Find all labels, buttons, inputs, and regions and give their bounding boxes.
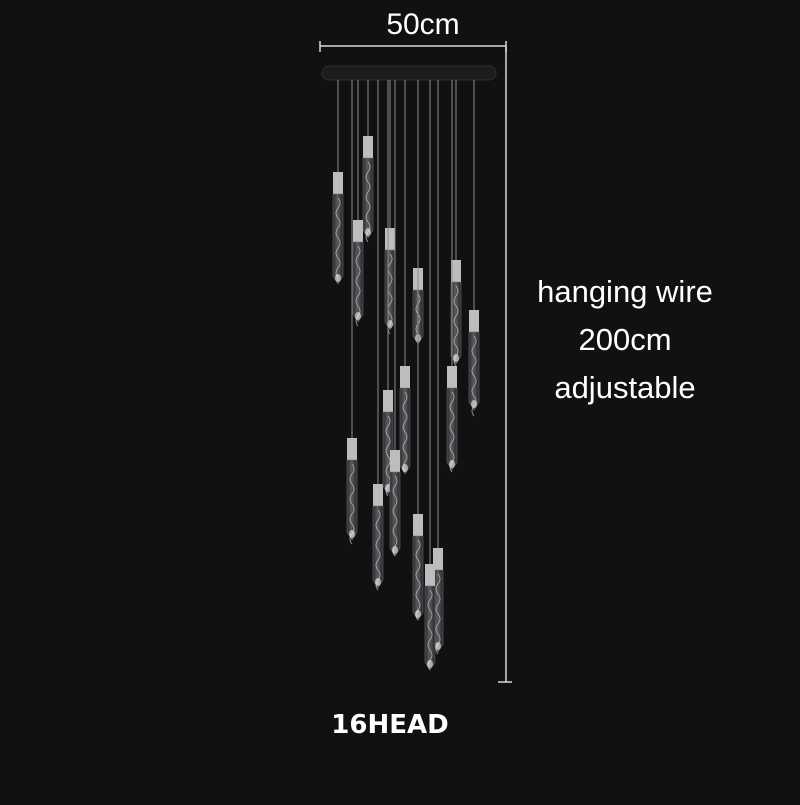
crystal-tube bbox=[389, 471, 401, 557]
crystal-tube bbox=[384, 249, 396, 331]
crystal-tube bbox=[412, 535, 424, 621]
hanging-wire-label: hanging wire 200cm adjustable bbox=[520, 268, 730, 412]
crystal-tube bbox=[424, 585, 436, 671]
crystal-tube bbox=[399, 387, 411, 475]
spiral-filament bbox=[392, 475, 398, 557]
crystal-tube bbox=[446, 387, 458, 471]
light-glow bbox=[355, 312, 361, 320]
spiral-filament bbox=[449, 391, 455, 473]
pendant-cap bbox=[363, 136, 373, 158]
pendant-cap bbox=[469, 310, 479, 332]
width-dimension-line bbox=[319, 41, 507, 52]
pendant-cap bbox=[425, 564, 435, 586]
spiral-filament bbox=[435, 573, 441, 655]
light-glow bbox=[335, 274, 341, 282]
pendant-cap bbox=[400, 366, 410, 388]
crystal-tube bbox=[352, 241, 364, 323]
spiral-filament bbox=[402, 391, 408, 473]
pendant-cap bbox=[447, 366, 457, 388]
head-count-label: 16HEAD bbox=[331, 710, 449, 740]
light-glow bbox=[435, 642, 441, 650]
pendant-cap bbox=[385, 228, 395, 250]
light-glow bbox=[415, 610, 421, 618]
spiral-filament bbox=[385, 415, 391, 497]
pendant-cap bbox=[383, 390, 393, 412]
pendant-cap bbox=[347, 438, 357, 460]
pendant-cap bbox=[413, 514, 423, 536]
light-glow bbox=[375, 578, 381, 586]
width-label: 50cm bbox=[386, 8, 460, 41]
light-glow bbox=[471, 400, 477, 408]
spiral-filament bbox=[415, 539, 421, 621]
crystal-tube bbox=[372, 505, 384, 589]
pendant-cap bbox=[451, 260, 461, 282]
spiral-filament bbox=[335, 197, 341, 279]
light-glow bbox=[453, 354, 459, 362]
pendant-cap bbox=[373, 484, 383, 506]
wire-line-1: hanging wire bbox=[537, 274, 713, 309]
crystal-tube bbox=[346, 459, 358, 541]
pendant-cap bbox=[353, 220, 363, 242]
light-glow bbox=[402, 464, 408, 472]
pendant-cap bbox=[390, 450, 400, 472]
light-glow bbox=[385, 484, 391, 492]
light-glow bbox=[449, 460, 455, 468]
wire-line-3: adjustable bbox=[554, 370, 696, 405]
ceiling-canopy bbox=[321, 65, 497, 81]
spiral-filament bbox=[427, 589, 433, 671]
pendant-cap bbox=[433, 548, 443, 570]
pendant-cap bbox=[333, 172, 343, 194]
light-glow bbox=[365, 228, 371, 236]
light-glow bbox=[392, 546, 398, 554]
height-dimension-line bbox=[498, 46, 512, 683]
light-glow bbox=[427, 660, 433, 668]
crystal-tube bbox=[468, 331, 480, 411]
pendant-group bbox=[332, 80, 480, 671]
light-glow bbox=[349, 530, 355, 538]
wire-line-2: 200cm bbox=[578, 322, 672, 357]
spiral-filament bbox=[375, 509, 381, 591]
crystal-tube bbox=[362, 157, 374, 239]
spiral-filament bbox=[453, 285, 459, 367]
